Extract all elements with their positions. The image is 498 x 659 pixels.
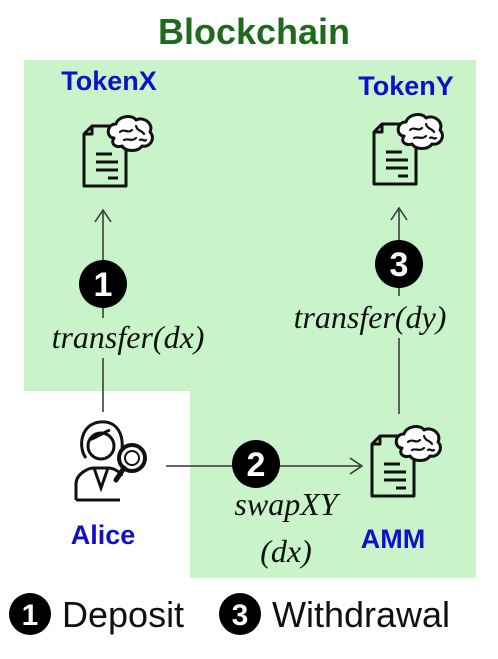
amm-label: AMM <box>361 524 425 554</box>
diagram-title: Blockchain <box>158 11 350 52</box>
blockchain-region <box>24 60 476 578</box>
step-3-badge: 3 <box>375 240 423 288</box>
step-1-number: 1 <box>94 266 113 304</box>
step-2-badge: 2 <box>232 440 280 488</box>
tokenx-arrowhead <box>94 208 112 223</box>
legend-deposit: 1 Deposit <box>9 593 184 635</box>
tokeny-label: TokenY <box>358 71 454 101</box>
tokenx-label: TokenX <box>61 66 157 96</box>
step-2-call-line1: swapXY <box>234 486 340 522</box>
user-search-icon <box>74 420 147 502</box>
step-3-call: transfer(dy) <box>294 299 447 335</box>
legend-deposit-number: 1 <box>22 599 39 632</box>
alice-label: Alice <box>71 520 136 550</box>
step-1-badge: 1 <box>79 260 127 308</box>
legend-withdrawal: 3 Withdrawal <box>219 593 450 635</box>
step-3-number: 3 <box>390 246 409 284</box>
step-2-number: 2 <box>247 446 266 484</box>
tokeny-arrowhead <box>390 206 408 221</box>
legend-deposit-text: Deposit <box>62 594 184 635</box>
legend-withdrawal-number: 3 <box>232 599 249 632</box>
step-1-call: transfer(dx) <box>52 319 205 355</box>
step-2-call-line2: (dx) <box>260 533 312 569</box>
legend-withdrawal-text: Withdrawal <box>272 594 450 635</box>
amm-arrowhead <box>349 457 364 475</box>
